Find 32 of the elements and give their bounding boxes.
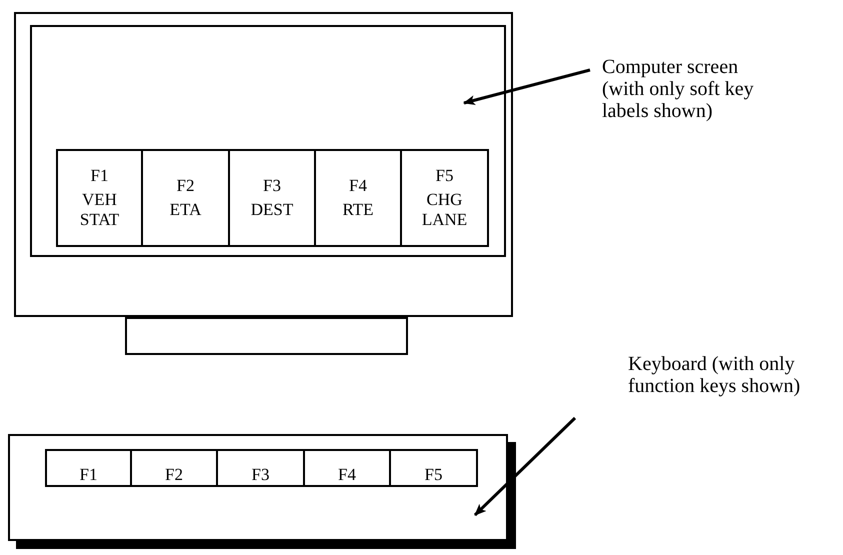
soft-key-label bbox=[141, 149, 230, 247]
key-label: DEST bbox=[250, 200, 294, 220]
soft-key-label bbox=[56, 149, 143, 247]
key-name: F2 bbox=[176, 176, 194, 196]
monitor-bezel bbox=[14, 12, 513, 317]
screen-area bbox=[30, 25, 506, 257]
soft-key-label bbox=[228, 149, 316, 247]
function-key bbox=[216, 449, 305, 487]
arrow bbox=[474, 416, 576, 516]
function-key bbox=[303, 449, 391, 487]
key-name: F1 bbox=[80, 465, 98, 485]
key-name: F4 bbox=[338, 465, 356, 485]
key-label: CHG LANE bbox=[420, 190, 468, 230]
arrow bbox=[463, 68, 590, 106]
key-name: F1 bbox=[90, 166, 108, 186]
key-name: F3 bbox=[263, 176, 281, 196]
key-label: ETA bbox=[170, 200, 202, 220]
soft-key-label bbox=[314, 149, 402, 247]
function-key bbox=[45, 449, 132, 487]
monitor-stand bbox=[125, 317, 408, 355]
key-label: RTE bbox=[342, 200, 374, 220]
function-key bbox=[389, 449, 478, 487]
key-name: F4 bbox=[349, 176, 367, 196]
key-name: F2 bbox=[165, 465, 183, 485]
key-name: F5 bbox=[424, 465, 442, 485]
key-name: F5 bbox=[436, 166, 454, 186]
key-name: F3 bbox=[252, 465, 270, 485]
key-label: VEH STAT bbox=[78, 190, 120, 230]
callout-label: Computer screen (with only soft key labels shown) bbox=[602, 56, 755, 122]
soft-key-label bbox=[400, 149, 489, 247]
callout-label: Keyboard (with only function keys shown) bbox=[628, 353, 802, 397]
function-key bbox=[130, 449, 218, 487]
